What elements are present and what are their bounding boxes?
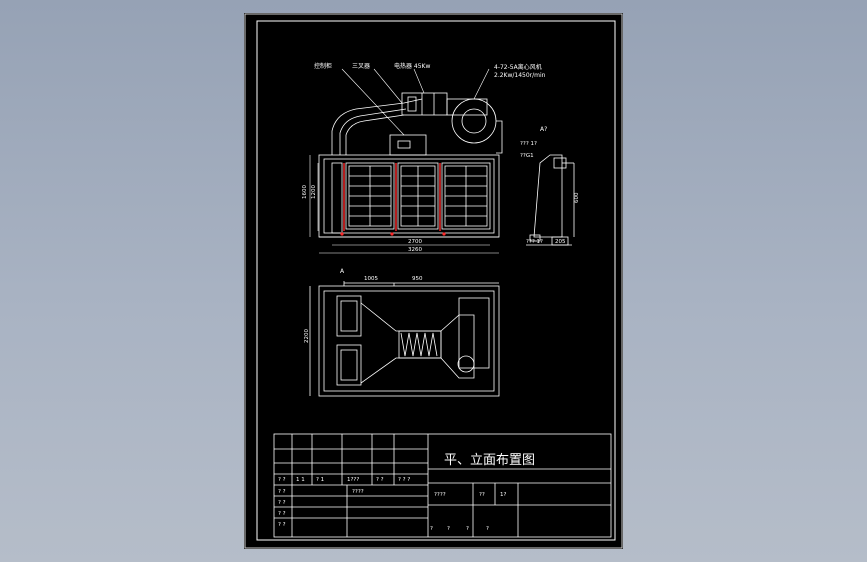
tb-right-mid-3: 1? — [500, 492, 506, 498]
dim-plan-2: 950 — [412, 276, 423, 282]
compartment-2 — [397, 162, 439, 230]
tb-row4-c2: ? ? — [278, 522, 286, 528]
tb-right-mid-1: ???? — [434, 492, 446, 498]
elevation-view — [318, 92, 503, 238]
drawing-sheet: 控制柜 三叉器 电热器 45Kw 4-72-5A离心风机 2.2Kw/1450r… — [244, 13, 623, 549]
label-view-a: A? — [540, 126, 547, 133]
supply-duct — [331, 98, 423, 155]
title-block — [273, 433, 612, 538]
tb-right-bottom-3: ? — [466, 526, 469, 532]
drawing-title: 平、立面布置图 — [444, 453, 535, 468]
tb-row3-c1: ? ? — [278, 500, 286, 506]
label-fan-spec: 2.2Kw/1450r/min — [494, 72, 546, 79]
label-side-note-3: ??? 1? — [526, 239, 543, 245]
tb-row4-c1: ? ? — [278, 511, 286, 517]
heater-tubes — [343, 163, 441, 231]
dim-height-total: 1600 — [302, 185, 308, 199]
label-side-note-1: ??? 1? — [520, 141, 537, 147]
tb-right-mid-2: ?? — [479, 492, 485, 498]
dim-side-base: 205 — [555, 239, 566, 245]
tb-right-bottom-2: ? — [447, 526, 450, 532]
dim-side-height: 600 — [574, 192, 580, 203]
plan-heater — [398, 330, 442, 359]
label-heater: 电热器 45Kw — [394, 62, 430, 70]
tb-row2-c2: ???? — [352, 489, 364, 495]
dim-plan-depth: 2200 — [304, 329, 310, 343]
label-three-way-valve: 三叉器 — [352, 63, 370, 70]
compartment-3 — [441, 162, 491, 230]
tb-right-bottom-4: ? — [486, 526, 489, 532]
dim-plan-1: 1005 — [364, 276, 378, 282]
leader-lines — [341, 68, 490, 136]
tb-right-bottom-1: ? — [430, 526, 433, 532]
dim-width-total: 3260 — [408, 247, 422, 253]
side-view — [526, 154, 575, 246]
compartment-1 — [345, 162, 395, 230]
tb-row1-c6: ? ? ? — [398, 477, 410, 483]
plan-outline — [318, 285, 500, 397]
label-control-cabinet: 控制柜 — [314, 62, 332, 70]
tb-row1-c2: 1 1 — [296, 477, 305, 483]
tb-row1-c4: 1??? — [347, 477, 359, 483]
plan-view — [309, 281, 500, 397]
dim-width-inner: 2700 — [408, 239, 422, 245]
wheels — [340, 232, 446, 236]
tb-row1-c3: ? 1 — [316, 477, 324, 483]
elevation-dimensions — [309, 155, 499, 254]
dim-height-inner: 1200 — [311, 185, 317, 199]
label-fan-model: 4-72-5A离心风机 — [494, 63, 542, 71]
label-section-a: A — [340, 268, 345, 275]
label-side-note-2: ??G1 — [520, 153, 534, 159]
tb-row1-c5: ? ? — [376, 477, 384, 483]
sheet-outer-border — [244, 13, 623, 549]
sheet-inner-frame — [256, 20, 616, 541]
sheet-background — [244, 13, 623, 549]
tb-row1-c1: ? ? — [278, 477, 286, 483]
tb-row2-c1: ? ? — [278, 489, 286, 495]
plan-fan — [457, 355, 475, 373]
